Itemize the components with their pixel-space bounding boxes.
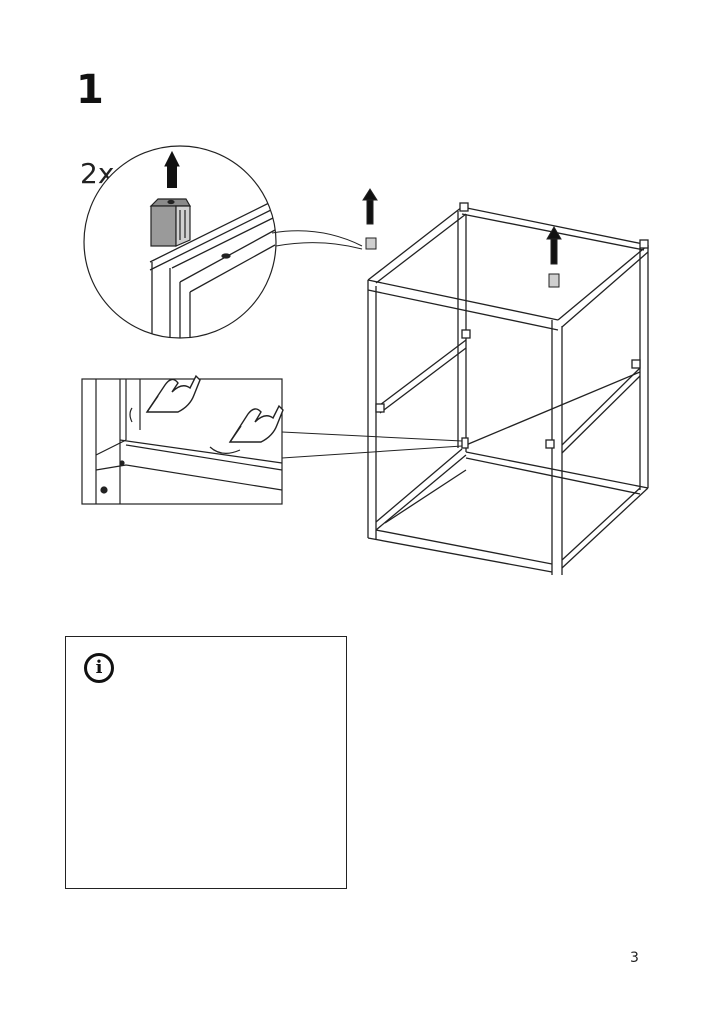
step-number: 1 [76,67,104,113]
info-icon: i [84,653,114,683]
info-panel: i [65,636,347,889]
page-number: 3 [630,950,639,966]
detail-rectangle [81,374,463,505]
hand-press-icon [145,374,284,443]
frame-drawing [367,202,649,575]
plastic-plug [149,198,192,247]
detail-circle [83,145,363,339]
frame-plug-left [362,188,378,250]
frame-plug-right [546,226,562,288]
